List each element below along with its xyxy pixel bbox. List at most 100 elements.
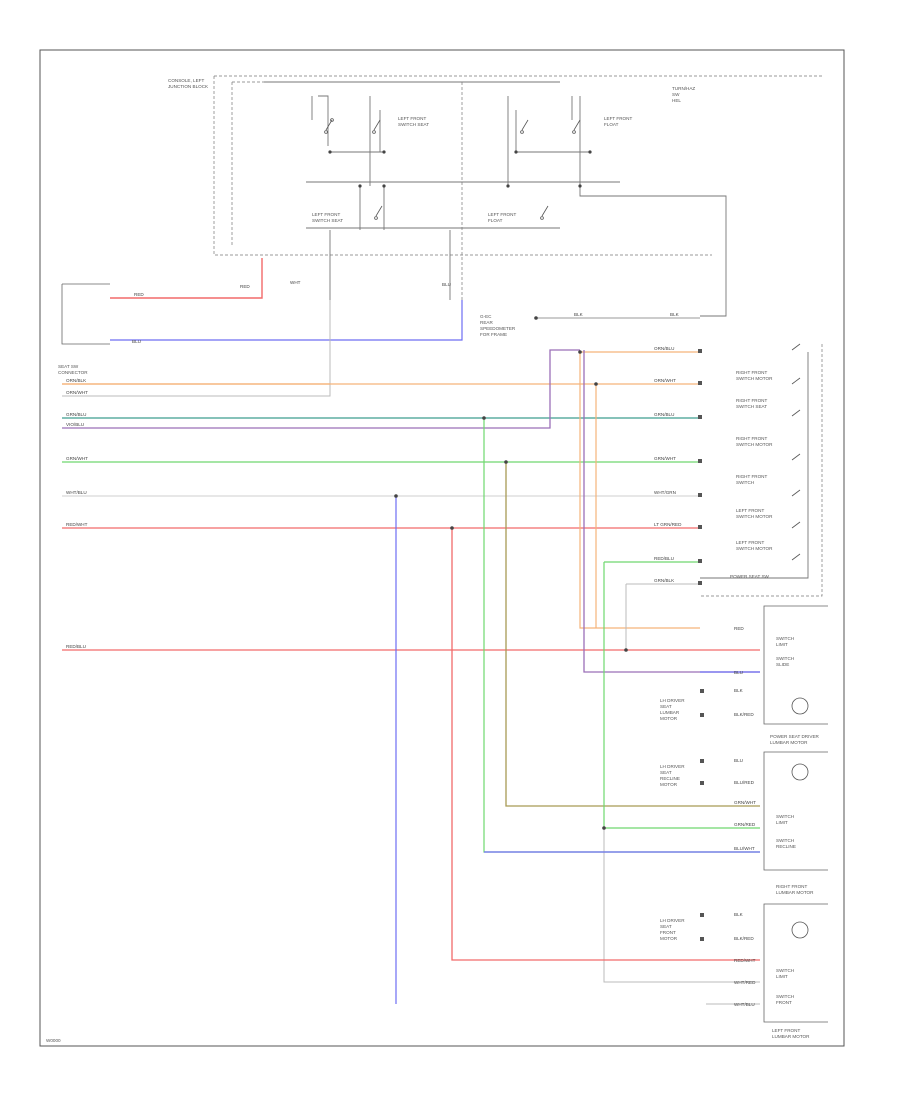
wire-vert-orange bbox=[579, 352, 700, 629]
svg-text:GRN/BLU: GRN/BLU bbox=[66, 412, 86, 417]
svg-text:MOTOR: MOTOR bbox=[660, 936, 678, 941]
svg-text:ORN/BLK: ORN/BLK bbox=[66, 378, 87, 383]
svg-text:SWITCH SEAT: SWITCH SEAT bbox=[312, 218, 343, 223]
svg-text:SWITCH MOTOR: SWITCH MOTOR bbox=[736, 442, 773, 447]
svg-text:POWER SEAT DRIVER: POWER SEAT DRIVER bbox=[770, 734, 820, 739]
motor-top-box bbox=[763, 605, 828, 725]
svg-text:LEFT FRONT: LEFT FRONT bbox=[736, 508, 764, 513]
junction-internal-lines bbox=[264, 81, 727, 317]
svg-text:SEAT: SEAT bbox=[660, 924, 672, 929]
label-grnd2: BLK bbox=[670, 312, 680, 317]
svg-text:RED/WHT: RED/WHT bbox=[734, 958, 756, 963]
svg-text:LIMIT: LIMIT bbox=[776, 974, 788, 979]
svg-text:LUMBAR: LUMBAR bbox=[660, 710, 680, 715]
svg-text:SW: SW bbox=[672, 92, 680, 97]
svg-text:POWER SEAT SW: POWER SEAT SW bbox=[730, 574, 770, 579]
svg-text:WHT/GRN: WHT/GRN bbox=[654, 490, 676, 495]
svg-text:LT GRN/RED: LT GRN/RED bbox=[654, 522, 682, 527]
svg-text:CONNECTOR: CONNECTOR bbox=[58, 370, 88, 375]
motor-bot-box bbox=[763, 903, 828, 1023]
svg-text:RED/WHT: RED/WHT bbox=[66, 522, 88, 527]
svg-text:SEAT SW: SEAT SW bbox=[58, 364, 79, 369]
motor-top-symbol bbox=[791, 697, 809, 715]
svg-text:SWITCH: SWITCH bbox=[776, 814, 794, 819]
svg-text:BLU/WHT: BLU/WHT bbox=[734, 846, 755, 851]
motor-mid-box bbox=[763, 751, 828, 871]
svg-text:GRN/RED: GRN/RED bbox=[734, 822, 756, 827]
svg-text:SWITCH: SWITCH bbox=[776, 656, 794, 661]
motor-bot-symbol bbox=[791, 921, 809, 939]
svg-text:BLU: BLU bbox=[734, 758, 743, 763]
svg-text:SWITCH MOTOR: SWITCH MOTOR bbox=[736, 546, 773, 551]
wire-vert-olive bbox=[505, 462, 760, 807]
motor-top-wire-labels: RED BLK BLK/RED BLU bbox=[734, 626, 754, 717]
right-panel-switches bbox=[791, 343, 801, 561]
svg-text:FLOAT: FLOAT bbox=[604, 122, 619, 127]
switch-symbols bbox=[324, 118, 581, 220]
svg-text:RIGHT FRONT: RIGHT FRONT bbox=[776, 884, 807, 889]
svg-text:WHT/RED: WHT/RED bbox=[734, 980, 756, 985]
motor-mid-wire-labels: BLU BLU/RED GRN/WHT GRN/RED BLU/WHT bbox=[734, 758, 756, 851]
svg-text:FRONT: FRONT bbox=[660, 930, 676, 935]
svg-text:RECLINE: RECLINE bbox=[776, 844, 796, 849]
svg-text:LEFT FRONT: LEFT FRONT bbox=[736, 540, 764, 545]
motor-mid-labels: SWITCH LIMIT SWITCH RECLINE LH DRIVER SE… bbox=[660, 764, 796, 849]
label-top-red: RED bbox=[240, 284, 250, 289]
junction-block-outline bbox=[213, 75, 824, 300]
wire-junction-dots bbox=[394, 316, 628, 830]
svg-text:GRN/WHT: GRN/WHT bbox=[66, 456, 88, 461]
svg-text:ORN/BLU: ORN/BLU bbox=[654, 346, 674, 351]
svg-text:LEFT FRONT: LEFT FRONT bbox=[488, 212, 516, 217]
junction-block-label: CONSOLE, LEFT JUNCTION BLOCK bbox=[168, 78, 209, 89]
right-wire-labels: ORN/BLU ORN/WHT GRN/BLU GRN/WHT WHT/GRN … bbox=[654, 346, 682, 583]
svg-text:LIMIT: LIMIT bbox=[776, 820, 788, 825]
motor-mid-header: POWER SEAT DRIVER LUMBAR MOTOR bbox=[770, 734, 820, 745]
wire-top-gray bbox=[62, 300, 331, 397]
wire-purple bbox=[62, 349, 580, 429]
right-switch-panel bbox=[700, 344, 823, 597]
wire-vert-green2 bbox=[603, 561, 760, 829]
svg-text:GRN/BLU: GRN/BLU bbox=[654, 412, 674, 417]
svg-text:RED: RED bbox=[734, 626, 744, 631]
label-left-blu: BLU bbox=[132, 339, 141, 344]
wire-vert-red bbox=[451, 528, 760, 961]
svg-text:LEFT FRONT: LEFT FRONT bbox=[604, 116, 632, 121]
svg-text:CONSOLE, LEFT: CONSOLE, LEFT bbox=[168, 78, 204, 83]
svg-text:RIGHT FRONT: RIGHT FRONT bbox=[736, 436, 767, 441]
svg-text:WHT/BLU: WHT/BLU bbox=[66, 490, 87, 495]
svg-text:SWITCH MOTOR: SWITCH MOTOR bbox=[736, 514, 773, 519]
label-top-blu: BLU bbox=[442, 282, 451, 287]
left-connector-box bbox=[61, 283, 110, 345]
svg-text:LH DRIVER: LH DRIVER bbox=[660, 918, 685, 923]
svg-text:LH DRIVER: LH DRIVER bbox=[660, 764, 685, 769]
label-top-red2: RED bbox=[134, 292, 144, 297]
label-top-wht: WHT bbox=[290, 280, 301, 285]
svg-text:LIMIT: LIMIT bbox=[776, 642, 788, 647]
left-connector-label: SEAT SW CONNECTOR bbox=[58, 364, 88, 375]
motor-bot-labels: SWITCH LIMIT SWITCH FRONT LH DRIVER SEAT… bbox=[660, 918, 810, 1039]
svg-text:RIGHT FRONT: RIGHT FRONT bbox=[736, 474, 767, 479]
svg-text:FLOAT: FLOAT bbox=[488, 218, 503, 223]
wire-vert-blue2 bbox=[484, 671, 760, 853]
left-wire-labels: ORN/BLK ORN/WHT GRN/BLU VIO/BLU GRN/WHT … bbox=[66, 378, 88, 649]
svg-text:RIGHT FRONT: RIGHT FRONT bbox=[736, 398, 767, 403]
ground-label: G-EC REAR SPEEDOMETER FOR FRAME bbox=[480, 314, 516, 337]
svg-text:BLU/RED: BLU/RED bbox=[734, 780, 755, 785]
label-grnd1: BLK bbox=[574, 312, 584, 317]
svg-text:LH DRIVER: LH DRIVER bbox=[660, 698, 685, 703]
svg-text:GRN/WHT: GRN/WHT bbox=[654, 456, 676, 461]
junction-dots bbox=[328, 150, 592, 188]
svg-text:SWITCH MOTOR: SWITCH MOTOR bbox=[736, 376, 773, 381]
wire-top-red bbox=[110, 258, 263, 299]
junction-block-right-label: TURN/HAZ SW HEL bbox=[672, 86, 695, 103]
motor-bot-wire-labels: BLK BLK/RED RED/WHT WHT/RED WHT/BLU bbox=[734, 912, 756, 1007]
right-switch-panel-inner bbox=[700, 352, 809, 579]
svg-text:FRONT: FRONT bbox=[776, 1000, 792, 1005]
svg-text:WHT/BLU: WHT/BLU bbox=[734, 1002, 755, 1007]
svg-text:ORN/WHT: ORN/WHT bbox=[654, 378, 676, 383]
wire-vert-purple bbox=[583, 350, 760, 673]
svg-text:BLU: BLU bbox=[734, 670, 743, 675]
wire-orn-1 bbox=[62, 351, 700, 385]
svg-text:SWITCH: SWITCH bbox=[736, 480, 754, 485]
